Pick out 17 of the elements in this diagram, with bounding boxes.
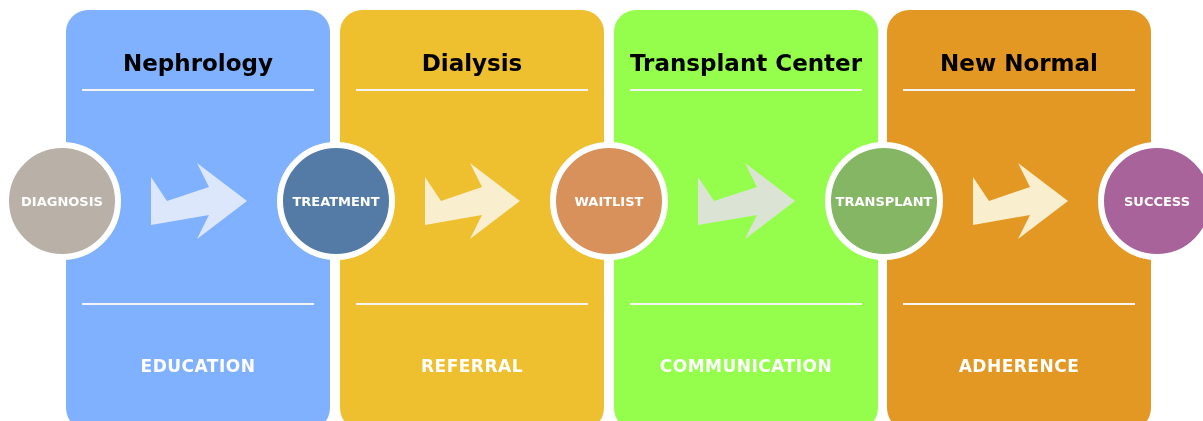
stage-title: New Normal — [939, 50, 1099, 76]
block-arrow — [151, 163, 247, 239]
block-arrow — [425, 163, 520, 239]
block-arrow — [973, 163, 1068, 239]
stage-theme: REFERRAL — [419, 356, 525, 376]
milestone-label: TRANSPLANT — [835, 193, 933, 209]
stage-theme: EDUCATION — [139, 356, 257, 376]
stage-title: Transplant Center — [628, 50, 864, 76]
stage-theme: ADHERENCE — [957, 356, 1081, 376]
stage-title: Dialysis — [420, 50, 524, 76]
milestone-label: WAITLIST — [574, 193, 644, 209]
milestone-label: SUCCESS — [1124, 193, 1190, 209]
block-arrow — [698, 163, 795, 239]
stage-title: Nephrology — [122, 50, 274, 76]
milestone-label: DIAGNOSIS — [21, 193, 103, 209]
stage-theme: COMMUNICATION — [658, 356, 834, 376]
milestone-label: TREATMENT — [292, 193, 380, 209]
